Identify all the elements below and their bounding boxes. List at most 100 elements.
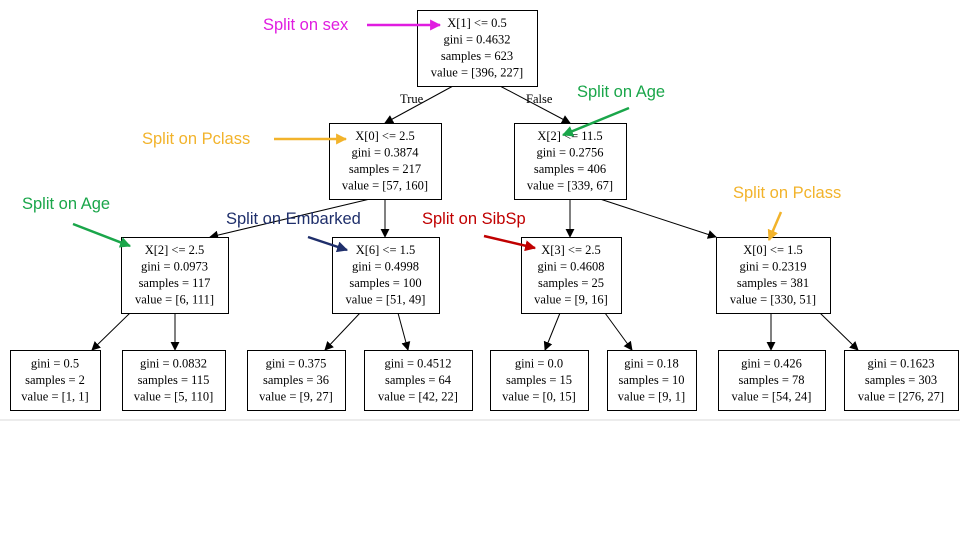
split-annotation: Split on Age [22, 195, 132, 248]
node-box [364, 350, 473, 411]
node-line: value = [1, 1] [21, 389, 88, 403]
node-line: gini = 0.4512 [384, 356, 451, 370]
annotation-label: Split on Pclass [142, 130, 250, 148]
annotation-label: Split on Embarked [226, 210, 361, 228]
leaf-node: gini = 0.1623 samples = 303 value = [276, … [844, 350, 959, 411]
node-line: value = [57, 160] [342, 179, 428, 193]
annotation-arrow-icon [307, 235, 349, 253]
node-line: value = [42, 22] [378, 389, 458, 403]
node-line: value = [54, 24] [732, 389, 812, 403]
annotation-arrow-icon [483, 234, 537, 252]
node-line: samples = 25 [538, 276, 604, 290]
node-line: value = [9, 16] [534, 293, 608, 307]
node-box [718, 350, 826, 411]
node-line: gini = 0.2756 [536, 146, 603, 160]
node-line: value = [339, 67] [527, 179, 613, 193]
edge-label: False [526, 92, 553, 106]
split-node: X[6] <= 1.5 gini = 0.4998 samples = 100 val… [332, 237, 440, 314]
tree-edge: True [384, 85, 454, 124]
node-box [329, 123, 442, 200]
node-line: gini = 0.3874 [351, 146, 419, 160]
node-line: samples = 117 [139, 276, 211, 290]
leaf-node: gini = 0.4512 samples = 64 value = [42, 22… [364, 350, 473, 411]
tree-edge [604, 312, 633, 351]
node-line: samples = 2 [25, 373, 85, 387]
node-box [521, 237, 622, 314]
node-box [122, 350, 226, 411]
tree-edge [209, 198, 371, 240]
edge-line [209, 198, 371, 240]
node-line: samples = 217 [349, 162, 421, 176]
node-line: X[6] <= 1.5 [356, 243, 416, 257]
node-line: gini = 0.0 [515, 356, 563, 370]
node-line: value = [51, 49] [346, 293, 426, 307]
annotation-arrow-icon [767, 211, 783, 242]
annotation-label: Split on Pclass [733, 184, 841, 202]
leaf-node: gini = 0.0 samples = 15 value = [0, 15] [490, 350, 589, 411]
split-annotation: Split on sex [263, 16, 442, 34]
annotation-label: Split on Age [577, 83, 665, 101]
node-line: samples = 100 [349, 276, 421, 290]
annotation-arrow-icon [561, 106, 630, 137]
node-line: X[3] <= 2.5 [541, 243, 601, 257]
edge-line [91, 312, 131, 351]
node-line: samples = 36 [263, 373, 329, 387]
node-line: gini = 0.0973 [141, 260, 208, 274]
node-line: gini = 0.4998 [352, 260, 419, 274]
node-line: gini = 0.5 [31, 356, 79, 370]
node-line: samples = 15 [506, 373, 572, 387]
edge-line [397, 312, 411, 351]
node-line: gini = 0.0832 [140, 356, 207, 370]
tree-edge [819, 312, 859, 351]
leaf-node: gini = 0.5 samples = 2 value = [1, 1] [10, 350, 101, 411]
node-line: X[2] <= 2.5 [145, 243, 205, 257]
node-line: value = [5, 110] [134, 389, 213, 403]
node-box [332, 237, 440, 314]
node-box [490, 350, 589, 411]
node-box [247, 350, 346, 411]
node-line: value = [276, 27] [858, 389, 944, 403]
node-line: value = [396, 227] [431, 66, 523, 80]
split-annotation: Split on Embarked [226, 210, 361, 253]
node-line: gini = 0.375 [266, 356, 327, 370]
edge-line [324, 312, 361, 351]
edge-line [384, 85, 454, 124]
node-line: samples = 381 [737, 276, 809, 290]
tree-edge [599, 198, 717, 239]
node-line: X[0] <= 1.5 [743, 243, 803, 257]
edge-line [819, 312, 859, 351]
edge-line [499, 85, 571, 124]
node-line: gini = 0.1623 [867, 356, 934, 370]
node-line: gini = 0.18 [624, 356, 679, 370]
nodes-layer: X[1] <= 0.5 gini = 0.4632 samples = 623 val… [10, 10, 959, 411]
node-line: X[1] <= 0.5 [447, 16, 507, 30]
node-line: samples = 303 [865, 373, 937, 387]
node-box [844, 350, 959, 411]
annotation-label: Split on sex [263, 16, 349, 34]
node-line: gini = 0.4632 [443, 33, 510, 47]
node-line: samples = 623 [441, 49, 513, 63]
node-line: value = [0, 15] [502, 389, 576, 403]
split-annotation: Split on Pclass [142, 130, 348, 148]
edge-line [543, 312, 561, 351]
node-line: samples = 406 [534, 162, 606, 176]
node-box [10, 350, 101, 411]
tree-edge [91, 312, 131, 351]
annotation-label: Split on SibSp [422, 210, 526, 228]
node-line: samples = 64 [385, 373, 452, 387]
edge-line [599, 198, 717, 239]
annotation-label: Split on Age [22, 195, 110, 213]
node-line: gini = 0.2319 [739, 260, 806, 274]
edges-layer: True False [91, 85, 859, 351]
split-annotation: Split on Pclass [733, 184, 841, 242]
